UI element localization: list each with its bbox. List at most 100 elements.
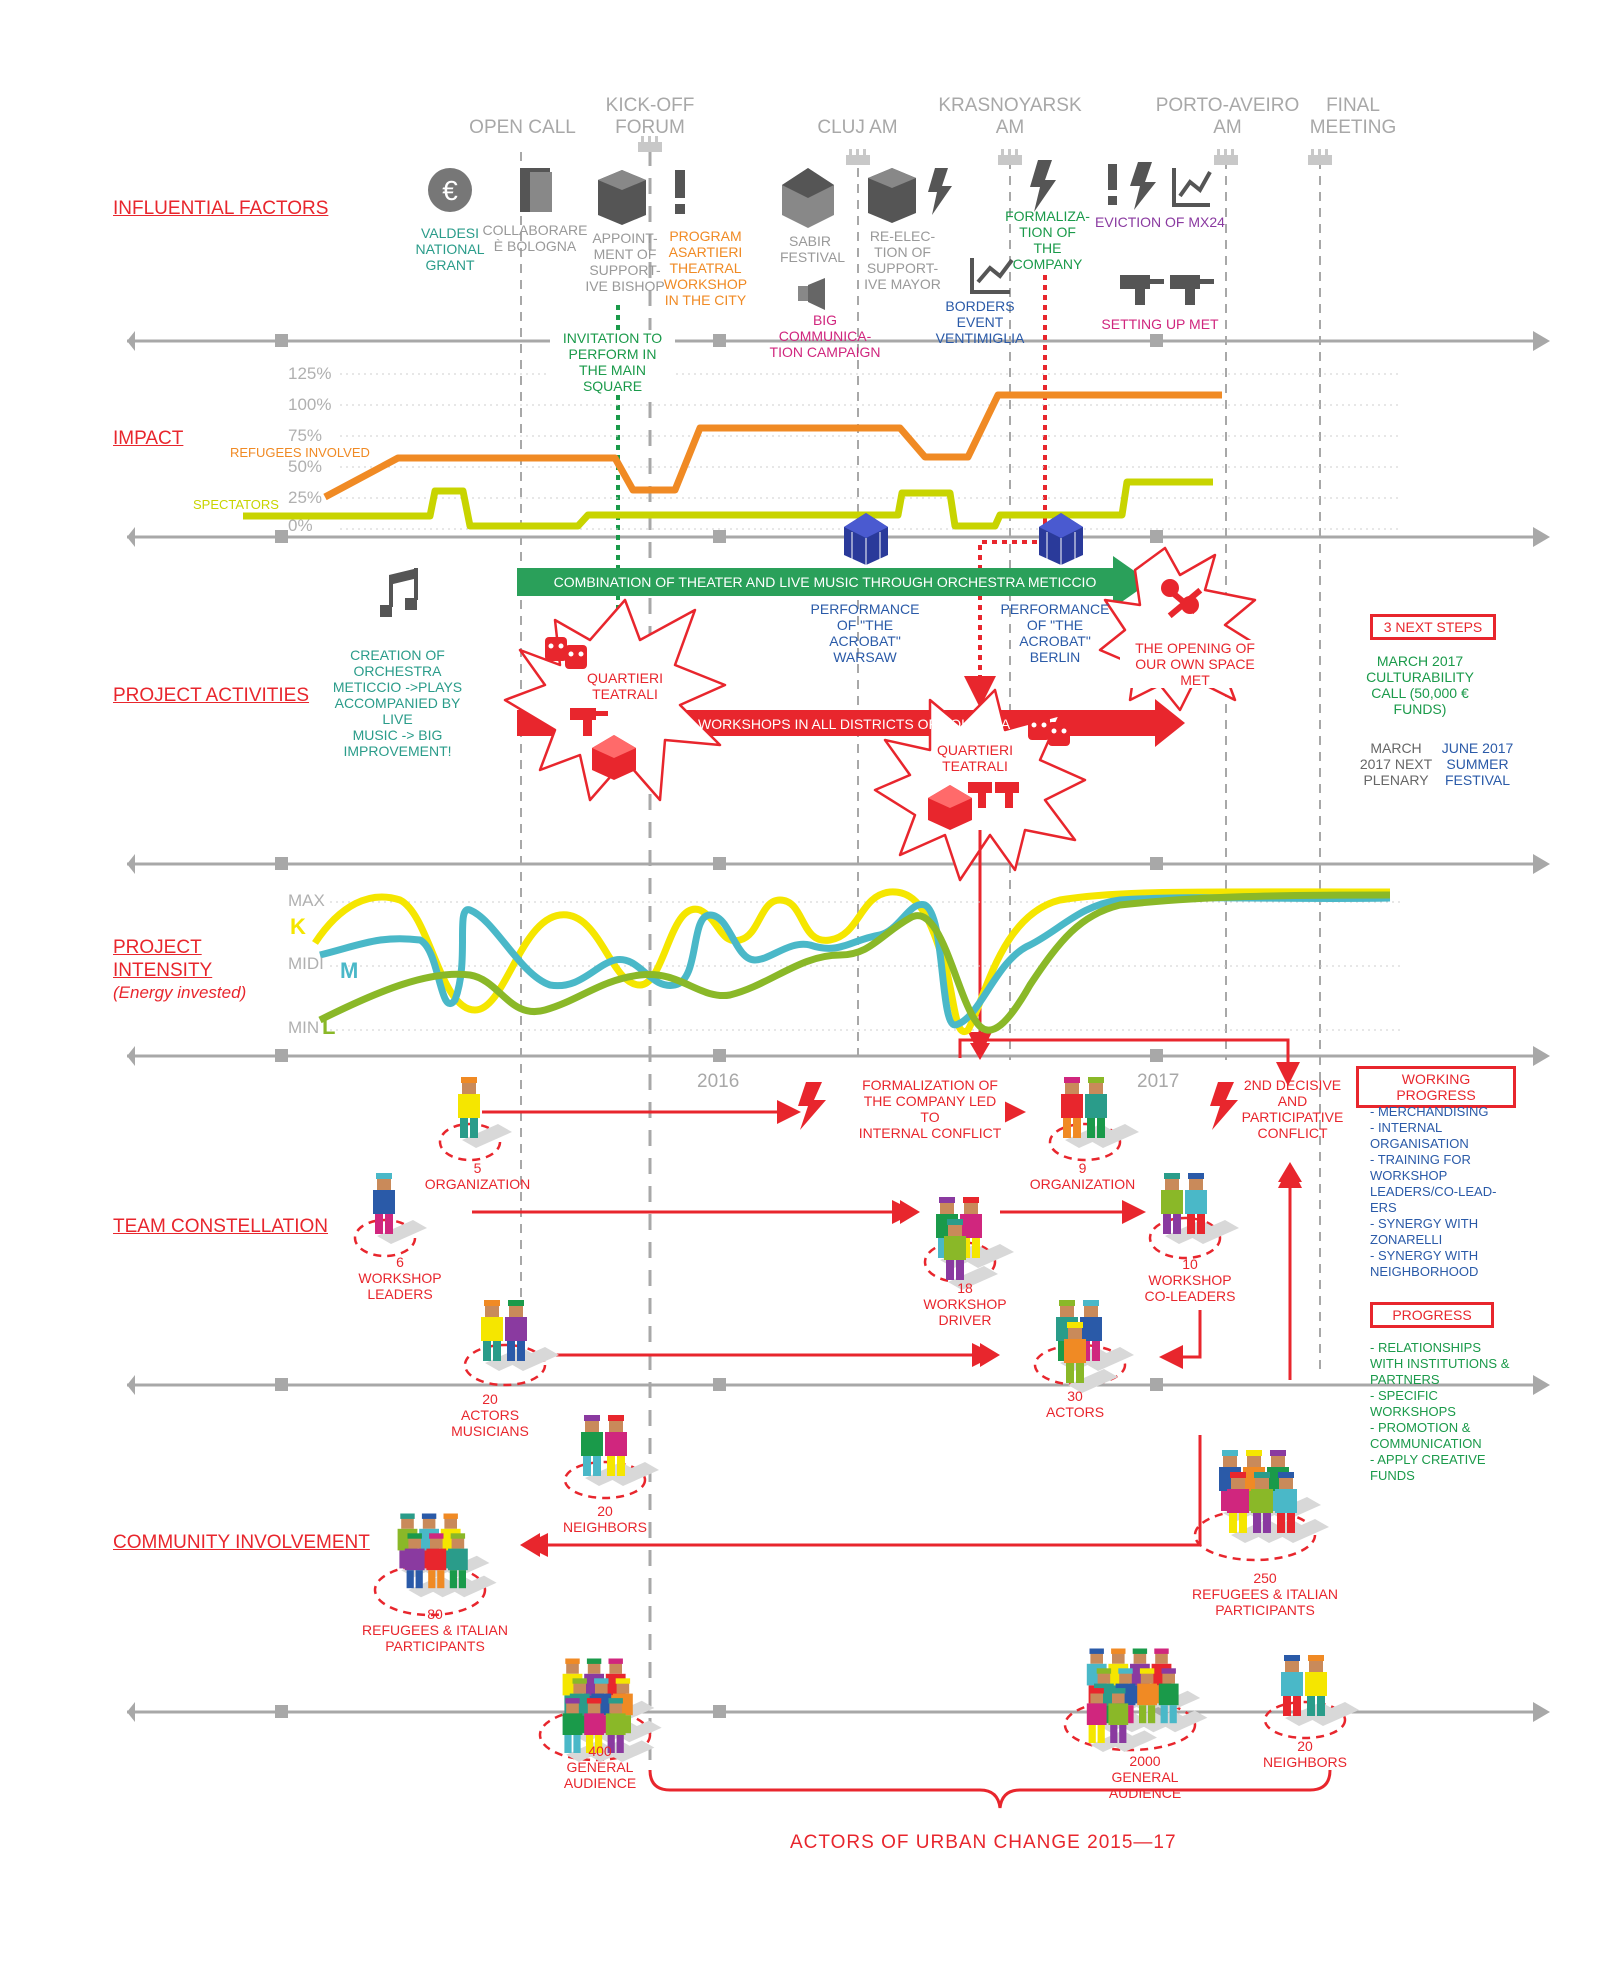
dashed-ellipse [1048,1122,1122,1162]
footer-brace [648,1769,1332,1809]
milestone-open-call: OPEN CALL [469,117,576,138]
person-figure [1305,1655,1359,1726]
people-groups [353,1077,1359,1762]
community-20-neighbors-2: 20 NEIGHBORS [1262,1738,1347,1770]
community-400-audience: 400 GENERAL AUDIENCE [563,1743,637,1791]
impact-tick-75: 75% [288,426,323,445]
year-2016: 2016 [697,1071,740,1092]
section-project-activities: PROJECT ACTIVITIES [113,685,310,706]
group-18-workshop-driver: 18 WORKSHOP DRIVER [923,1280,1007,1328]
quartieri-2: QUARTIERI TEATRALI [937,742,1013,774]
orchestra-text: CREATION OF ORCHESTRA METICCIO ->PLAYS A… [332,647,463,759]
conflict-1: FORMALIZATION OF THE COMPANY LED TO INTE… [855,1077,1005,1141]
person-figure [1064,1322,1118,1393]
intensity-curve-k [312,888,1391,1036]
circus-tent-icon [928,785,972,830]
lightning-icon [1210,1082,1238,1130]
impact-tick-0: 0% [288,516,313,535]
conflict-2: 2ND DECISIVE AND PARTICIPATIVE CONFLICT [1241,1077,1344,1141]
opening-met: THE OPENING OF OUR OWN SPACE MET [1120,640,1270,688]
circus-tent-icon [592,735,636,780]
warsaw-performance: PERFORMANCE OF "THE ACROBAT" WARSAW [810,601,920,665]
dashed-ellipse [373,1563,487,1617]
axis-5 [127,1375,1550,1395]
milestone-porto: PORTO-AVEIRO AM [1155,95,1300,138]
factor-bishop: APPOINT- MENT OF SUPPORT- IVE BISHOP [585,230,665,294]
circus-tent-icon [844,513,888,565]
factor-mayor: RE-ELEC- TION OF SUPPORT- IVE MAYOR [864,228,941,292]
next-step-culturability: MARCH 2017 CULTURABILITY CALL (50,000 € … [1366,653,1474,717]
intensity-max: MAX [288,891,325,910]
factor-asartieri: PROGRAM ASARTIERI THEATRAL WORKSHOP IN T… [663,228,748,308]
lightning-icon [1030,160,1056,212]
timeline-axes [127,331,1550,1722]
factor-sabir: SABIR FESTIVAL [780,233,846,265]
exclamation-icon [675,170,685,214]
lightning-icon [928,168,952,215]
circus-tent-icon [1039,513,1083,565]
factor-formalization: FORMALIZA- TION OF THE COMPANY [1005,208,1090,272]
factor-collaborare: COLLABORARE È BOLOGNA [482,222,588,254]
person-figure [1080,1300,1134,1371]
intensity-curve-l [318,891,1391,1034]
exclamation-icon [1108,164,1117,205]
person-figure [605,1415,659,1486]
community-2000-audience: 2000 GENERAL AUDIENCE [1108,1753,1182,1801]
section-community-involvement: COMMUNITY INVOLVEMENT [113,1532,370,1553]
intensity-subtitle: (Energy invested) [113,983,247,1002]
dashed-ellipse [1193,1508,1317,1562]
cake-icon [846,149,870,165]
group-5-organization: 5 ORGANIZATION [424,1160,531,1192]
quartieri-1: QUARTIERI TEATRALI [587,670,663,702]
cake-icon [1214,149,1238,165]
impact-line-refugees [323,391,1222,501]
impact-tick-100: 100% [288,395,332,414]
dashed-ellipse [1063,1698,1197,1752]
factor-met: SETTING UP MET [1101,316,1219,332]
year-2017: 2017 [1137,1071,1180,1092]
red-bar-label: THEATER WORKSHOPS IN ALL DISTRICTS OF BO… [629,716,1011,732]
community-80-participants: 80 REFUGEES & ITALIAN PARTICIPANTS [362,1606,508,1654]
group-10-co-leaders: 10 WORKSHOP CO-LEADERS [1144,1256,1236,1304]
drill-icon [1170,275,1214,305]
arrowhead [980,1343,1000,1367]
axis-2 [127,527,1550,547]
factor-invitation: INVITATION TO PERFORM IN THE MAIN SQUARE [550,330,675,394]
axis-4 [127,1046,1550,1066]
section-team-constellation: TEAM CONSTELLATION [113,1216,329,1237]
cake-icon [998,149,1022,165]
factor-icons: € [428,160,1214,310]
person-figure [1275,1472,1329,1543]
arrow [1159,1310,1202,1369]
person-figure [1158,1668,1208,1733]
axis-1 [127,331,1550,351]
megaphone-icon [798,278,825,310]
theater-masks-icon [545,637,587,669]
factor-communication: BIG COMMUNICA- TION CAMPAIGN [769,312,881,360]
scissors-icon [1161,579,1203,619]
euro-icon: € [428,168,472,212]
dashed-ellipse [1148,1216,1222,1260]
dashed-ellipse [1263,1700,1347,1740]
cake-icons [638,136,1332,165]
ballot-box-icon [598,170,646,225]
legend-spectators: SPECTATORS [193,497,279,512]
series-l-label: L [322,1014,336,1039]
intensity-curve-m [319,894,1391,1029]
ballot-box-icon [868,168,916,223]
impact-grid [340,373,1400,530]
axis-3 [127,854,1550,874]
group-20-actors-musicians: 20 ACTORS MUSICIANS [451,1391,529,1439]
factor-valdesi: VALDESI NATIONAL GRANT [415,225,485,273]
next-step-festival: JUNE 2017 SUMMER FESTIVAL [1441,740,1514,788]
circus-tent-icon [782,168,834,228]
impact-tick-125: 125% [288,364,332,383]
dashed-ellipse [538,1708,652,1762]
lightning-icon [798,1082,826,1130]
intensity-min: MIN [288,1018,320,1037]
person-figure [960,1197,1014,1268]
factor-eviction: EVICTION OF MX24 [1095,214,1225,230]
arrowhead [900,1200,920,1224]
person-figure [605,1698,655,1762]
community-20-neighbors: 20 NEIGHBORS [562,1503,647,1535]
